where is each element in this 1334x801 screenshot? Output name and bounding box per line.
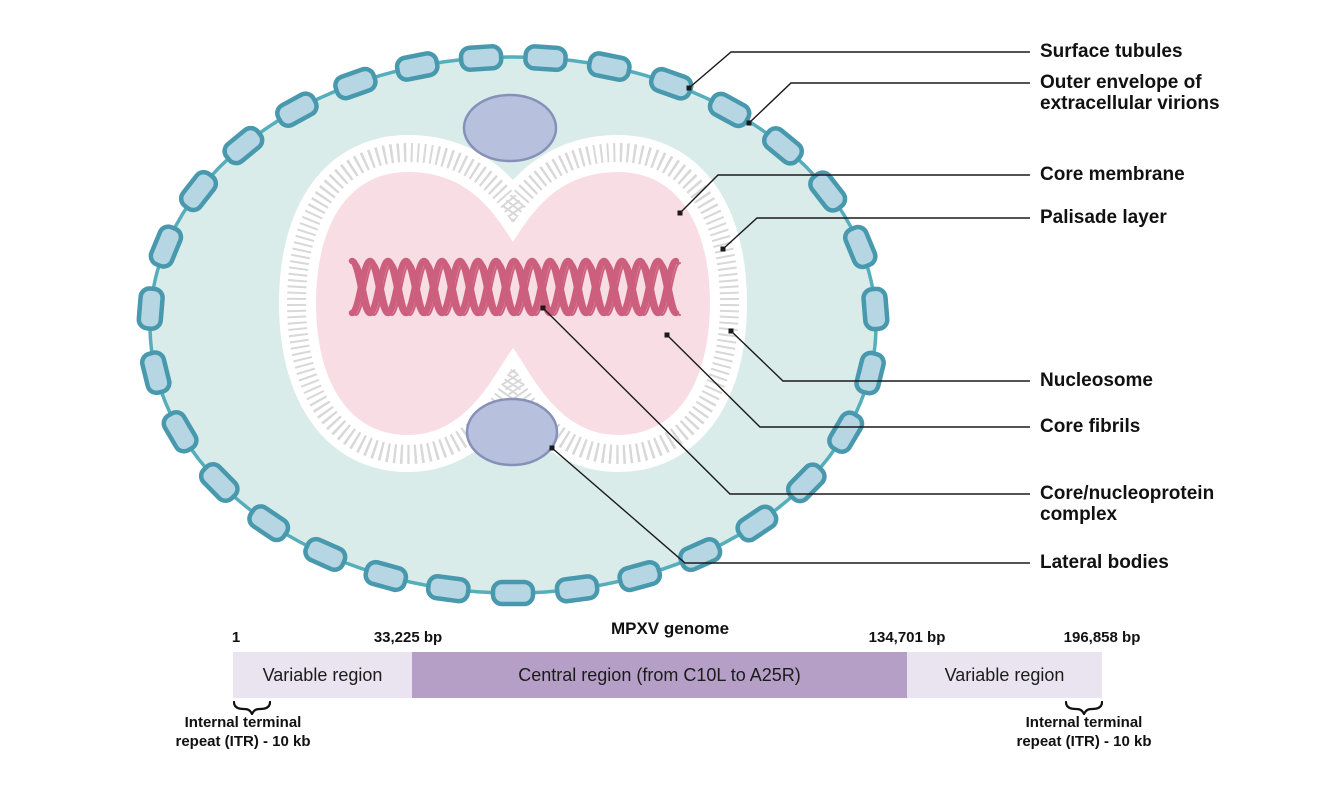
- itr-right-line1: Internal terminal: [1025, 714, 1143, 731]
- dna-strand-b-echo: [355, 261, 681, 317]
- label-lateral-bodies: Lateral bodies: [1040, 552, 1169, 573]
- leader-anchor-palisade-layer: [720, 246, 726, 252]
- surface-tubule: [178, 169, 219, 213]
- surface-tubule: [707, 91, 752, 129]
- label-surface-tubules: Surface tubules: [1040, 41, 1183, 62]
- leader-line-palisade-layer: [722, 217, 1030, 250]
- genome-tick-33225: 33,225 bp: [373, 629, 443, 646]
- surface-tubule: [861, 286, 890, 332]
- itr-label-right: Internal terminal repeat (ITR) - 10 kb: [1016, 713, 1151, 751]
- itr-left-line2: repeat (ITR) - 10 kb: [175, 733, 311, 750]
- lateral-body-top: [462, 93, 558, 163]
- surface-tubule: [808, 170, 848, 213]
- itr-right-line2: repeat (ITR) - 10 kb: [1016, 733, 1152, 750]
- lateral-body-bottom: [465, 397, 559, 467]
- surface-tubule: [678, 537, 723, 573]
- leader-anchor-outer-envelope: [746, 120, 752, 126]
- surface-tubule: [490, 579, 536, 607]
- itr-label-left: Internal terminal repeat (ITR) - 10 kb: [175, 713, 310, 751]
- genome-region-variable-left-label: Variable region: [262, 664, 383, 685]
- leader-anchor-nucleosome: [728, 328, 734, 334]
- itr-brace-left: [233, 701, 271, 715]
- genome-region-variable-right-label: Variable region: [944, 664, 1065, 685]
- surface-tubule: [854, 350, 886, 396]
- surface-tubule: [761, 126, 805, 166]
- surface-tubule: [139, 350, 172, 396]
- leader-line-outer-envelope: [748, 82, 1030, 124]
- surface-tubule: [617, 560, 663, 593]
- genome-tick-196858: 196,858 bp: [1063, 629, 1141, 646]
- genome-title: MPXV genome: [610, 619, 730, 638]
- surface-tubule: [136, 286, 165, 331]
- genome-region-central: Central region (from C10L to A25R): [412, 652, 907, 698]
- genome-tick-134701: 134,701 bp: [868, 629, 946, 646]
- label-core-fibrils: Core fibrils: [1040, 416, 1141, 437]
- surface-tubule: [161, 410, 199, 454]
- surface-tubule: [425, 574, 471, 604]
- itr-left-line1: Internal terminal: [184, 714, 302, 731]
- surface-tubule: [275, 91, 319, 128]
- surface-tubule: [458, 44, 504, 72]
- surface-tubules-group: [136, 44, 890, 607]
- label-palisade-layer: Palisade layer: [1040, 207, 1167, 228]
- itr-brace-left-path: [233, 701, 271, 715]
- label-core-nucleoprotein: Core/nucleoprotein complex: [1040, 483, 1215, 525]
- surface-tubule: [198, 462, 240, 503]
- label-outer-envelope: Outer envelope of extracellular virions: [1040, 72, 1220, 114]
- surface-tubule: [363, 559, 409, 593]
- leader-line-surface-tubules: [688, 51, 1030, 89]
- leader-anchor-surface-tubules: [686, 85, 692, 91]
- surface-tubule: [303, 536, 348, 572]
- dna-helix: [348, 257, 681, 317]
- surface-tubule: [247, 504, 291, 543]
- dna-strand-b: [348, 257, 680, 317]
- itr-brace-right: [1065, 701, 1103, 715]
- surface-tubule: [394, 51, 440, 82]
- genome-region-variable-right: Variable region: [907, 652, 1102, 698]
- leader-line-lateral-bodies: [551, 447, 1030, 564]
- leader-anchor-core-fibrils: [664, 332, 670, 338]
- surface-tubule: [333, 66, 378, 101]
- leader-anchor-lateral-bodies: [549, 445, 555, 451]
- leader-line-core-fibrils: [666, 334, 1030, 428]
- leader-lines: [540, 51, 1030, 564]
- dna-strand-a: [348, 257, 680, 317]
- label-nucleosome: Nucleosome: [1040, 370, 1153, 391]
- label-core-membrane: Core membrane: [1040, 164, 1185, 185]
- itr-brace-right-path: [1065, 701, 1103, 715]
- surface-tubule: [222, 125, 265, 166]
- surface-tubule: [785, 462, 827, 504]
- leader-line-core-membrane: [679, 174, 1030, 214]
- surface-tubule: [554, 574, 600, 604]
- surface-tubule: [648, 66, 694, 101]
- surface-tubule: [735, 504, 779, 543]
- genome-region-variable-left: Variable region: [233, 652, 412, 698]
- surface-tubule: [843, 224, 878, 270]
- genome-region-central-label: Central region (from C10L to A25R): [518, 664, 801, 685]
- leader-anchor-core-nucleoprotein: [540, 305, 546, 311]
- leader-anchor-core-membrane: [677, 210, 683, 216]
- leader-line-core-nucleoprotein: [542, 307, 1030, 495]
- surface-tubule: [586, 51, 632, 83]
- leader-line-nucleosome: [730, 330, 1030, 382]
- surface-tubule: [148, 224, 184, 269]
- surface-tubule: [523, 44, 568, 73]
- genome-bar: Variable region Central region (from C10…: [233, 652, 1102, 698]
- genome-tick-start: 1: [231, 629, 241, 646]
